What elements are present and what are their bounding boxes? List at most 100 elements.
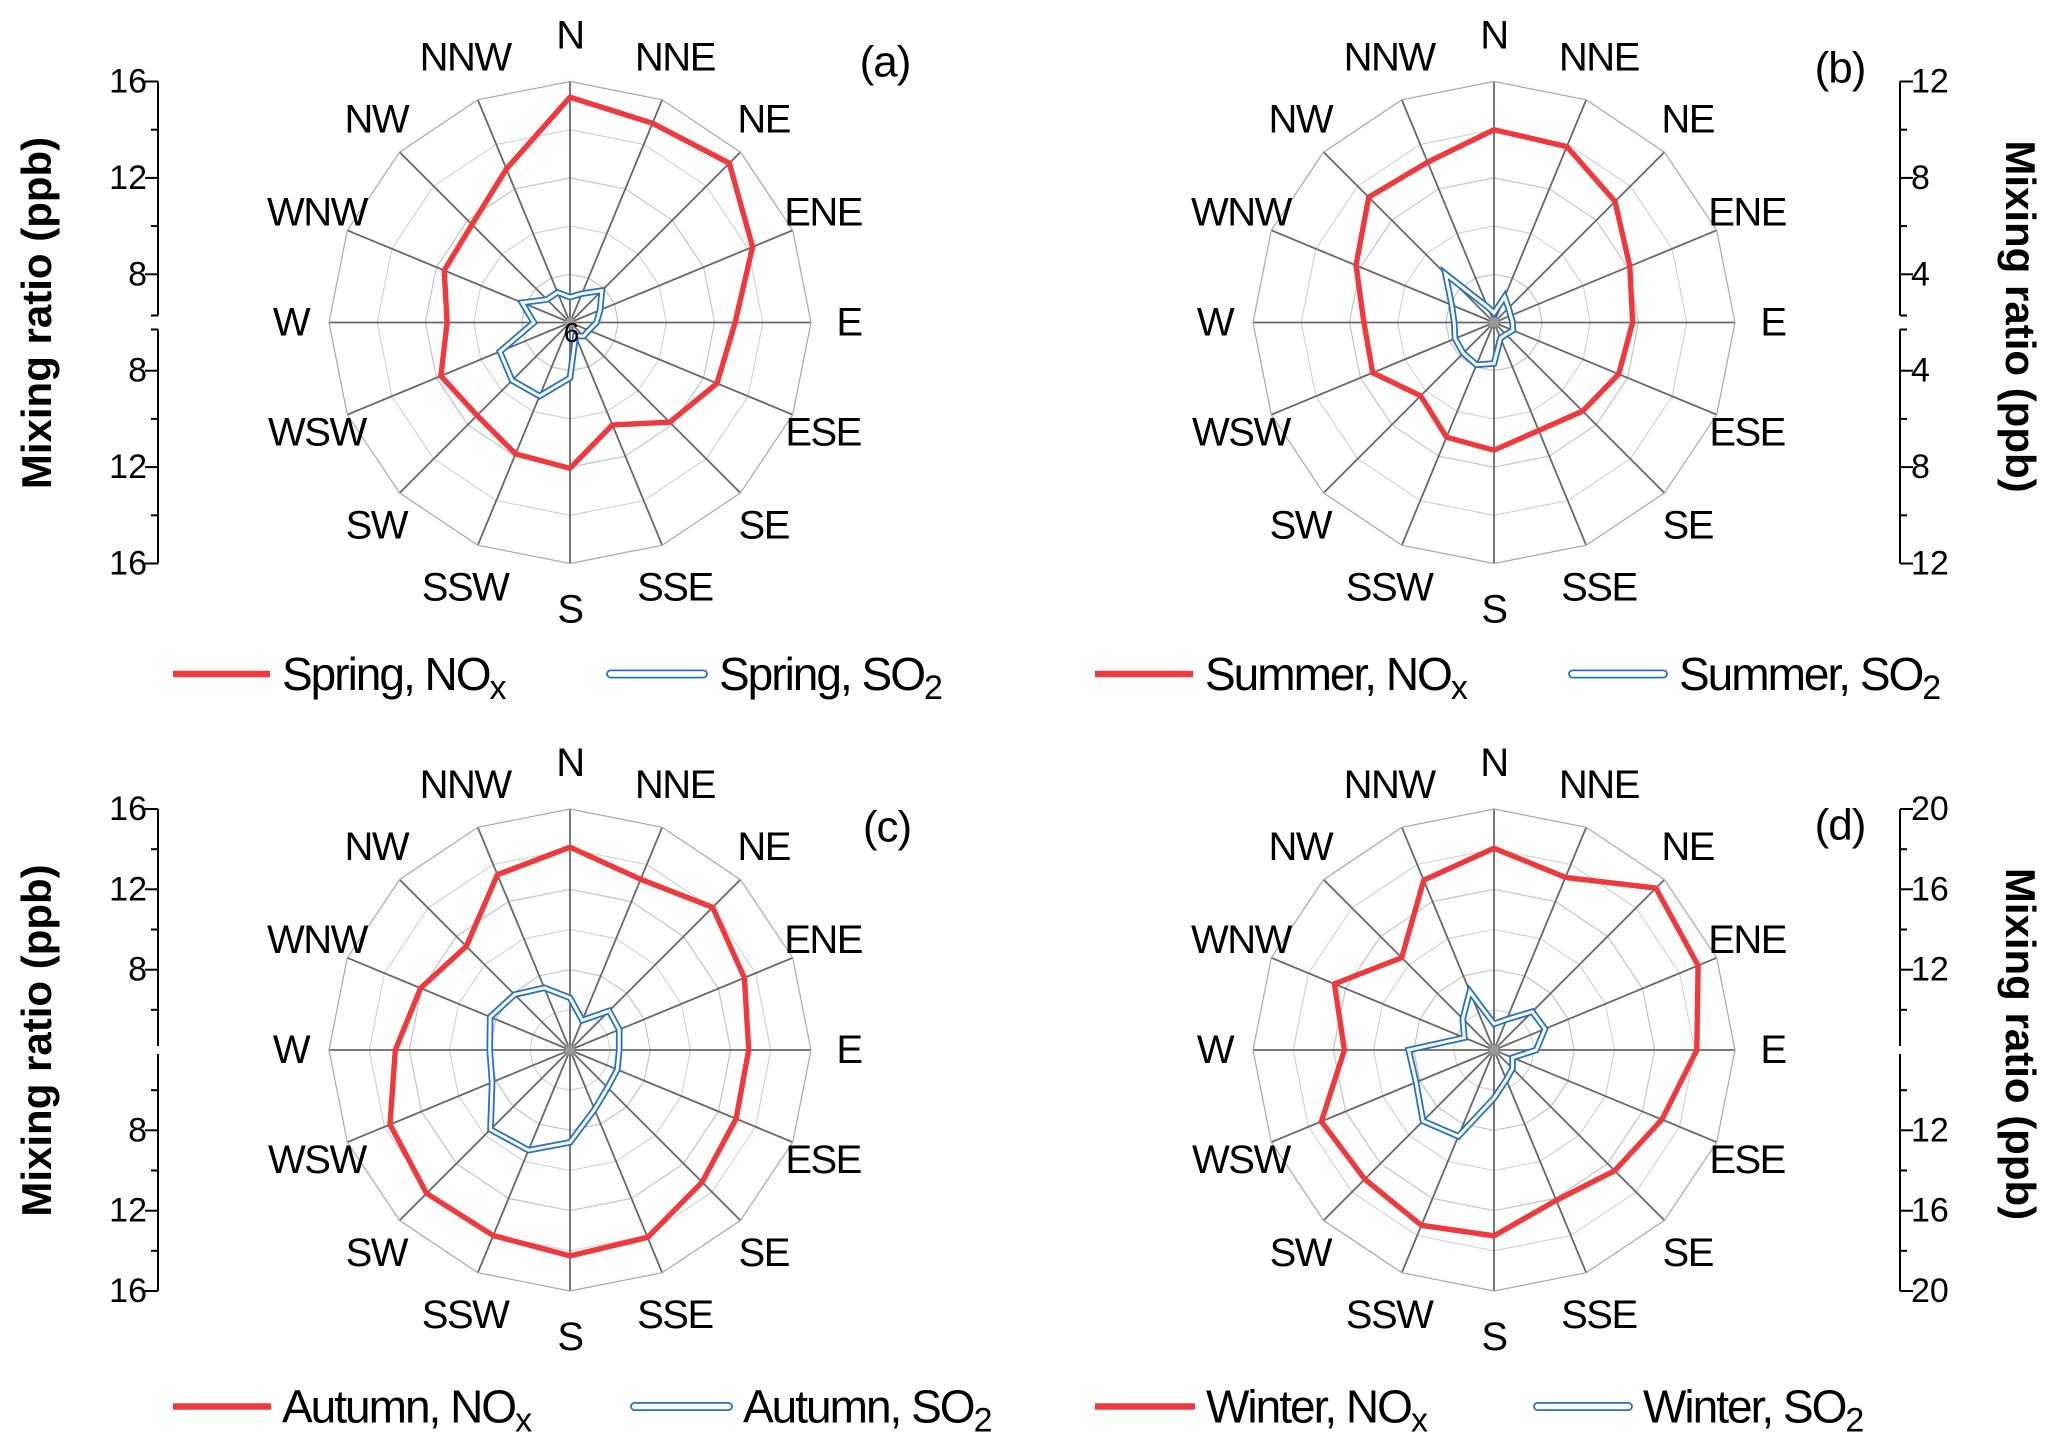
svg-text:ENE: ENE xyxy=(784,191,862,235)
svg-text:SSE: SSE xyxy=(637,1293,713,1337)
svg-text:ESE: ESE xyxy=(785,410,861,454)
svg-text:Summer, NOx: Summer, NOx xyxy=(1205,648,1468,707)
svg-text:Summer, SO2: Summer, SO2 xyxy=(1679,648,1940,707)
svg-text:Autumn, NOx: Autumn, NOx xyxy=(282,1381,532,1440)
svg-text:W: W xyxy=(1197,301,1235,345)
svg-text:SSW: SSW xyxy=(422,566,510,610)
svg-text:12: 12 xyxy=(1911,951,1949,989)
svg-text:ENE: ENE xyxy=(1708,191,1786,235)
svg-text:16: 16 xyxy=(1911,1192,1949,1230)
svg-text:12: 12 xyxy=(1911,1111,1949,1149)
svg-text:SE: SE xyxy=(739,503,789,547)
svg-text:WNW: WNW xyxy=(1191,918,1293,962)
svg-text:SSW: SSW xyxy=(422,1293,510,1337)
svg-text:S: S xyxy=(1481,588,1506,632)
svg-text:E: E xyxy=(836,1028,861,1072)
svg-text:(a): (a) xyxy=(860,38,911,87)
svg-text:Mixing ratio (ppb): Mixing ratio (ppb) xyxy=(13,864,60,1216)
svg-text:S: S xyxy=(557,588,582,632)
svg-text:ESE: ESE xyxy=(1709,1138,1785,1182)
svg-text:NE: NE xyxy=(737,825,790,869)
svg-text:16: 16 xyxy=(109,63,147,101)
svg-text:20: 20 xyxy=(1911,790,1949,828)
svg-text:SE: SE xyxy=(739,1231,789,1275)
svg-text:NE: NE xyxy=(1661,825,1714,869)
svg-text:8: 8 xyxy=(1911,448,1930,486)
svg-text:(b): (b) xyxy=(1815,44,1866,93)
svg-text:12: 12 xyxy=(1911,545,1949,583)
svg-text:WNW: WNW xyxy=(267,191,369,235)
svg-text:SSW: SSW xyxy=(1346,1293,1434,1337)
svg-text:SW: SW xyxy=(346,503,409,547)
svg-text:Mixing ratio (ppb): Mixing ratio (ppb) xyxy=(1997,140,2044,492)
svg-text:12: 12 xyxy=(109,159,147,197)
svg-text:S: S xyxy=(1481,1315,1506,1359)
svg-text:8: 8 xyxy=(1911,159,1930,197)
svg-text:Spring, NOx: Spring, NOx xyxy=(282,648,507,707)
svg-text:NNE: NNE xyxy=(1559,763,1639,807)
svg-text:N: N xyxy=(1480,741,1507,785)
svg-text:SSE: SSE xyxy=(637,566,713,610)
svg-text:12: 12 xyxy=(109,1192,147,1230)
svg-text:WNW: WNW xyxy=(267,918,369,962)
svg-text:NNE: NNE xyxy=(635,35,715,79)
svg-text:NW: NW xyxy=(344,98,409,142)
svg-text:16: 16 xyxy=(109,545,147,583)
svg-text:SSE: SSE xyxy=(1561,1293,1637,1337)
svg-text:ESE: ESE xyxy=(785,1138,861,1182)
svg-text:NW: NW xyxy=(344,825,409,869)
svg-text:NW: NW xyxy=(1268,98,1333,142)
svg-text:Winter, SO2: Winter, SO2 xyxy=(1643,1381,1863,1440)
svg-text:NNW: NNW xyxy=(420,763,513,807)
svg-text:WSW: WSW xyxy=(1192,1138,1291,1182)
svg-text:SSE: SSE xyxy=(1561,566,1637,610)
svg-text:12: 12 xyxy=(109,870,147,908)
svg-text:8: 8 xyxy=(128,352,147,390)
svg-text:WNW: WNW xyxy=(1191,191,1293,235)
svg-text:SE: SE xyxy=(1663,1231,1713,1275)
svg-text:S: S xyxy=(557,1315,582,1359)
svg-text:WSW: WSW xyxy=(1192,410,1291,454)
svg-text:NNE: NNE xyxy=(1559,35,1639,79)
svg-text:NE: NE xyxy=(737,98,790,142)
svg-text:Mixing ratio (ppb): Mixing ratio (ppb) xyxy=(1997,868,2044,1220)
svg-text:SE: SE xyxy=(1663,503,1713,547)
svg-text:4: 4 xyxy=(1911,255,1930,293)
svg-text:ESE: ESE xyxy=(1709,410,1785,454)
svg-text:NE: NE xyxy=(1661,98,1714,142)
svg-text:W: W xyxy=(1197,1028,1235,1072)
svg-text:WSW: WSW xyxy=(268,410,367,454)
svg-text:N: N xyxy=(556,741,583,785)
svg-text:6: 6 xyxy=(564,317,580,348)
svg-text:(c): (c) xyxy=(863,803,911,852)
svg-text:N: N xyxy=(556,14,583,58)
svg-text:Mixing ratio (ppb): Mixing ratio (ppb) xyxy=(13,137,60,489)
svg-text:N: N xyxy=(1480,14,1507,58)
svg-text:ENE: ENE xyxy=(1708,918,1786,962)
svg-text:NW: NW xyxy=(1268,825,1333,869)
svg-text:SSW: SSW xyxy=(1346,566,1434,610)
svg-text:8: 8 xyxy=(128,1111,147,1149)
svg-text:W: W xyxy=(273,1028,311,1072)
svg-text:8: 8 xyxy=(128,255,147,293)
svg-text:Winter, NOx: Winter, NOx xyxy=(1206,1381,1428,1440)
svg-text:20: 20 xyxy=(1911,1272,1949,1310)
svg-text:4: 4 xyxy=(1911,352,1930,390)
svg-text:E: E xyxy=(836,301,861,345)
svg-text:Autumn, SO2: Autumn, SO2 xyxy=(743,1381,992,1440)
svg-text:NNW: NNW xyxy=(1344,763,1437,807)
svg-text:16: 16 xyxy=(1911,870,1949,908)
svg-text:NNW: NNW xyxy=(420,35,513,79)
svg-text:NNW: NNW xyxy=(1344,35,1437,79)
svg-text:12: 12 xyxy=(109,448,147,486)
svg-text:ENE: ENE xyxy=(784,918,862,962)
svg-text:W: W xyxy=(273,301,311,345)
svg-text:16: 16 xyxy=(109,1272,147,1310)
svg-text:E: E xyxy=(1760,301,1785,345)
svg-text:16: 16 xyxy=(109,790,147,828)
svg-text:8: 8 xyxy=(128,951,147,989)
svg-text:(d): (d) xyxy=(1815,801,1866,850)
svg-text:NNE: NNE xyxy=(635,763,715,807)
svg-text:12: 12 xyxy=(1911,63,1949,101)
svg-text:SW: SW xyxy=(346,1231,409,1275)
